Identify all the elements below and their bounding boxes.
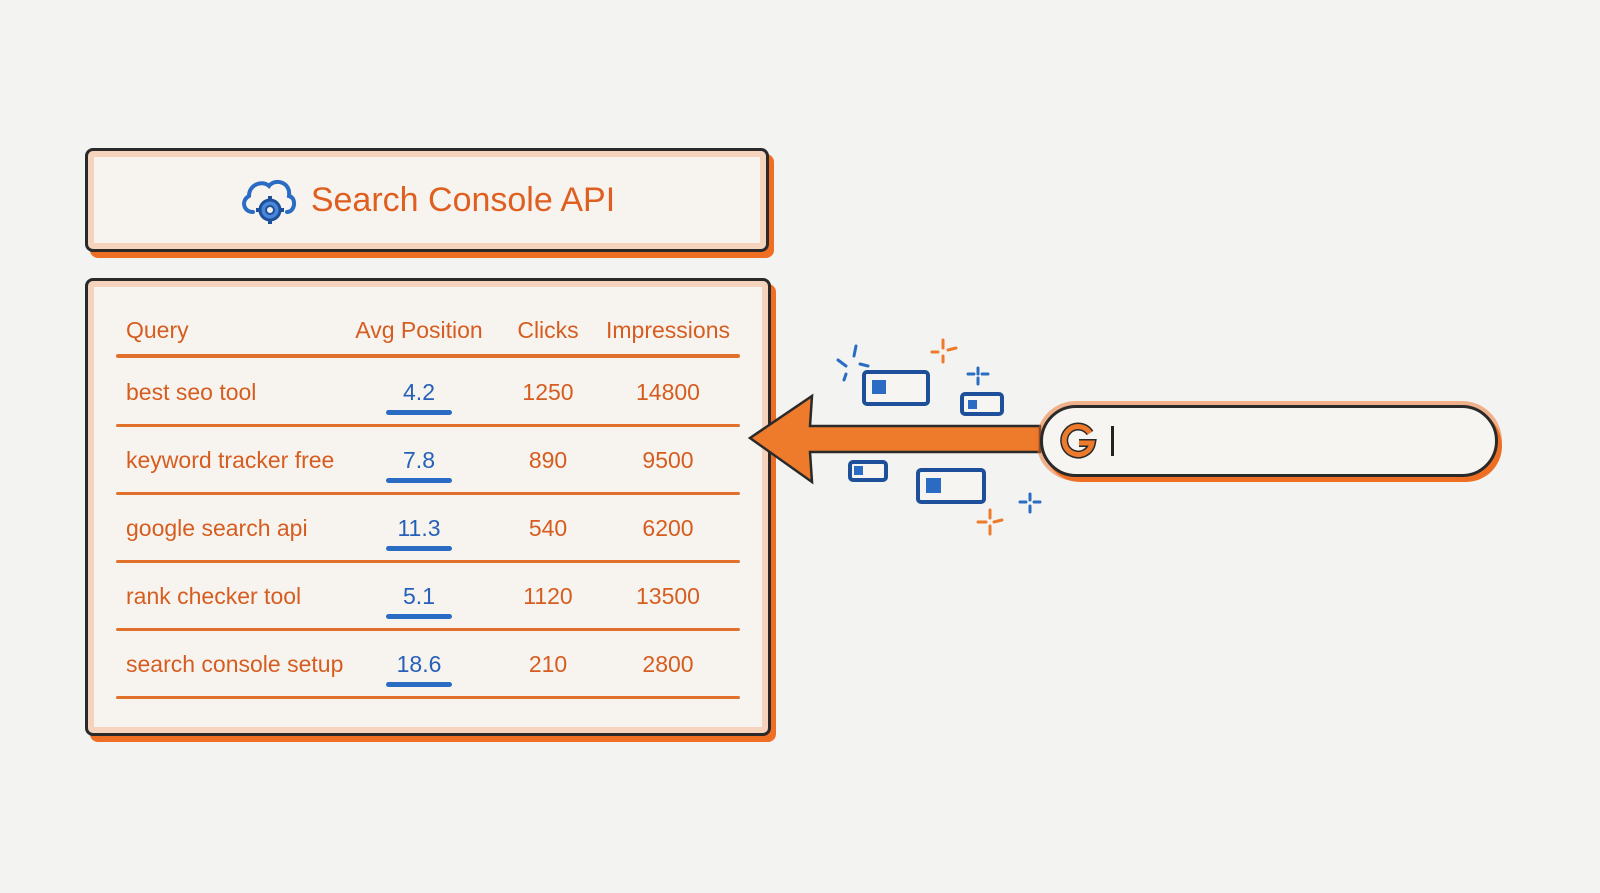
column-header-clicks: Clicks: [517, 317, 579, 343]
arrow-icon: [747, 393, 1042, 485]
impressions-cell: 13500: [636, 583, 700, 609]
column-header-query: Query: [126, 317, 189, 343]
column-header-impressions: Impressions: [606, 317, 730, 343]
row-divider: [116, 424, 740, 427]
query-table: Query Avg Position Clicks Impressions be…: [85, 278, 771, 736]
impressions-cell: 2800: [642, 651, 694, 677]
row-divider: [116, 628, 740, 631]
query-cell: rank checker tool: [126, 583, 302, 609]
avg-position-cell: 5.1: [403, 583, 435, 609]
avg-position-cell: 4.2: [403, 379, 435, 405]
google-search-bar[interactable]: [1040, 405, 1498, 477]
clicks-cell: 540: [528, 515, 568, 541]
data-flow-illustration: [747, 338, 1042, 536]
clicks-cell: 210: [528, 651, 568, 677]
header-divider: [116, 354, 740, 358]
row-divider: [116, 696, 740, 699]
text-cursor: [1111, 426, 1114, 456]
clicks-cell: 1120: [523, 583, 573, 609]
title-box: Search Console API: [85, 148, 769, 252]
impressions-cell: 9500: [642, 447, 694, 473]
avg-position-cell: 11.3: [397, 515, 441, 541]
query-cell: best seo tool: [126, 379, 257, 405]
google-g-icon: [1060, 422, 1097, 459]
row-divider: [116, 560, 740, 563]
query-cell: keyword tracker free: [126, 447, 335, 473]
query-cell: search console setup: [126, 651, 344, 677]
clicks-cell: 890: [528, 447, 568, 473]
sparkle-icon: [836, 344, 1042, 514]
column-header-avg-position: Avg Position: [355, 317, 483, 343]
avg-position-cell: 18.6: [396, 651, 442, 677]
impressions-cell: 14800: [636, 379, 700, 405]
query-cell: google search api: [126, 515, 308, 541]
avg-position-cell: 7.8: [403, 447, 435, 473]
page-title: Search Console API: [310, 180, 616, 219]
position-underline: [386, 478, 452, 483]
cloud-gear-icon: [241, 179, 296, 224]
position-underline: [386, 682, 452, 687]
position-underline: [386, 546, 452, 551]
position-underline: [386, 410, 452, 415]
row-divider: [116, 492, 740, 495]
position-underline: [386, 614, 452, 619]
clicks-cell: 1250: [522, 379, 574, 405]
impressions-cell: 6200: [642, 515, 694, 541]
